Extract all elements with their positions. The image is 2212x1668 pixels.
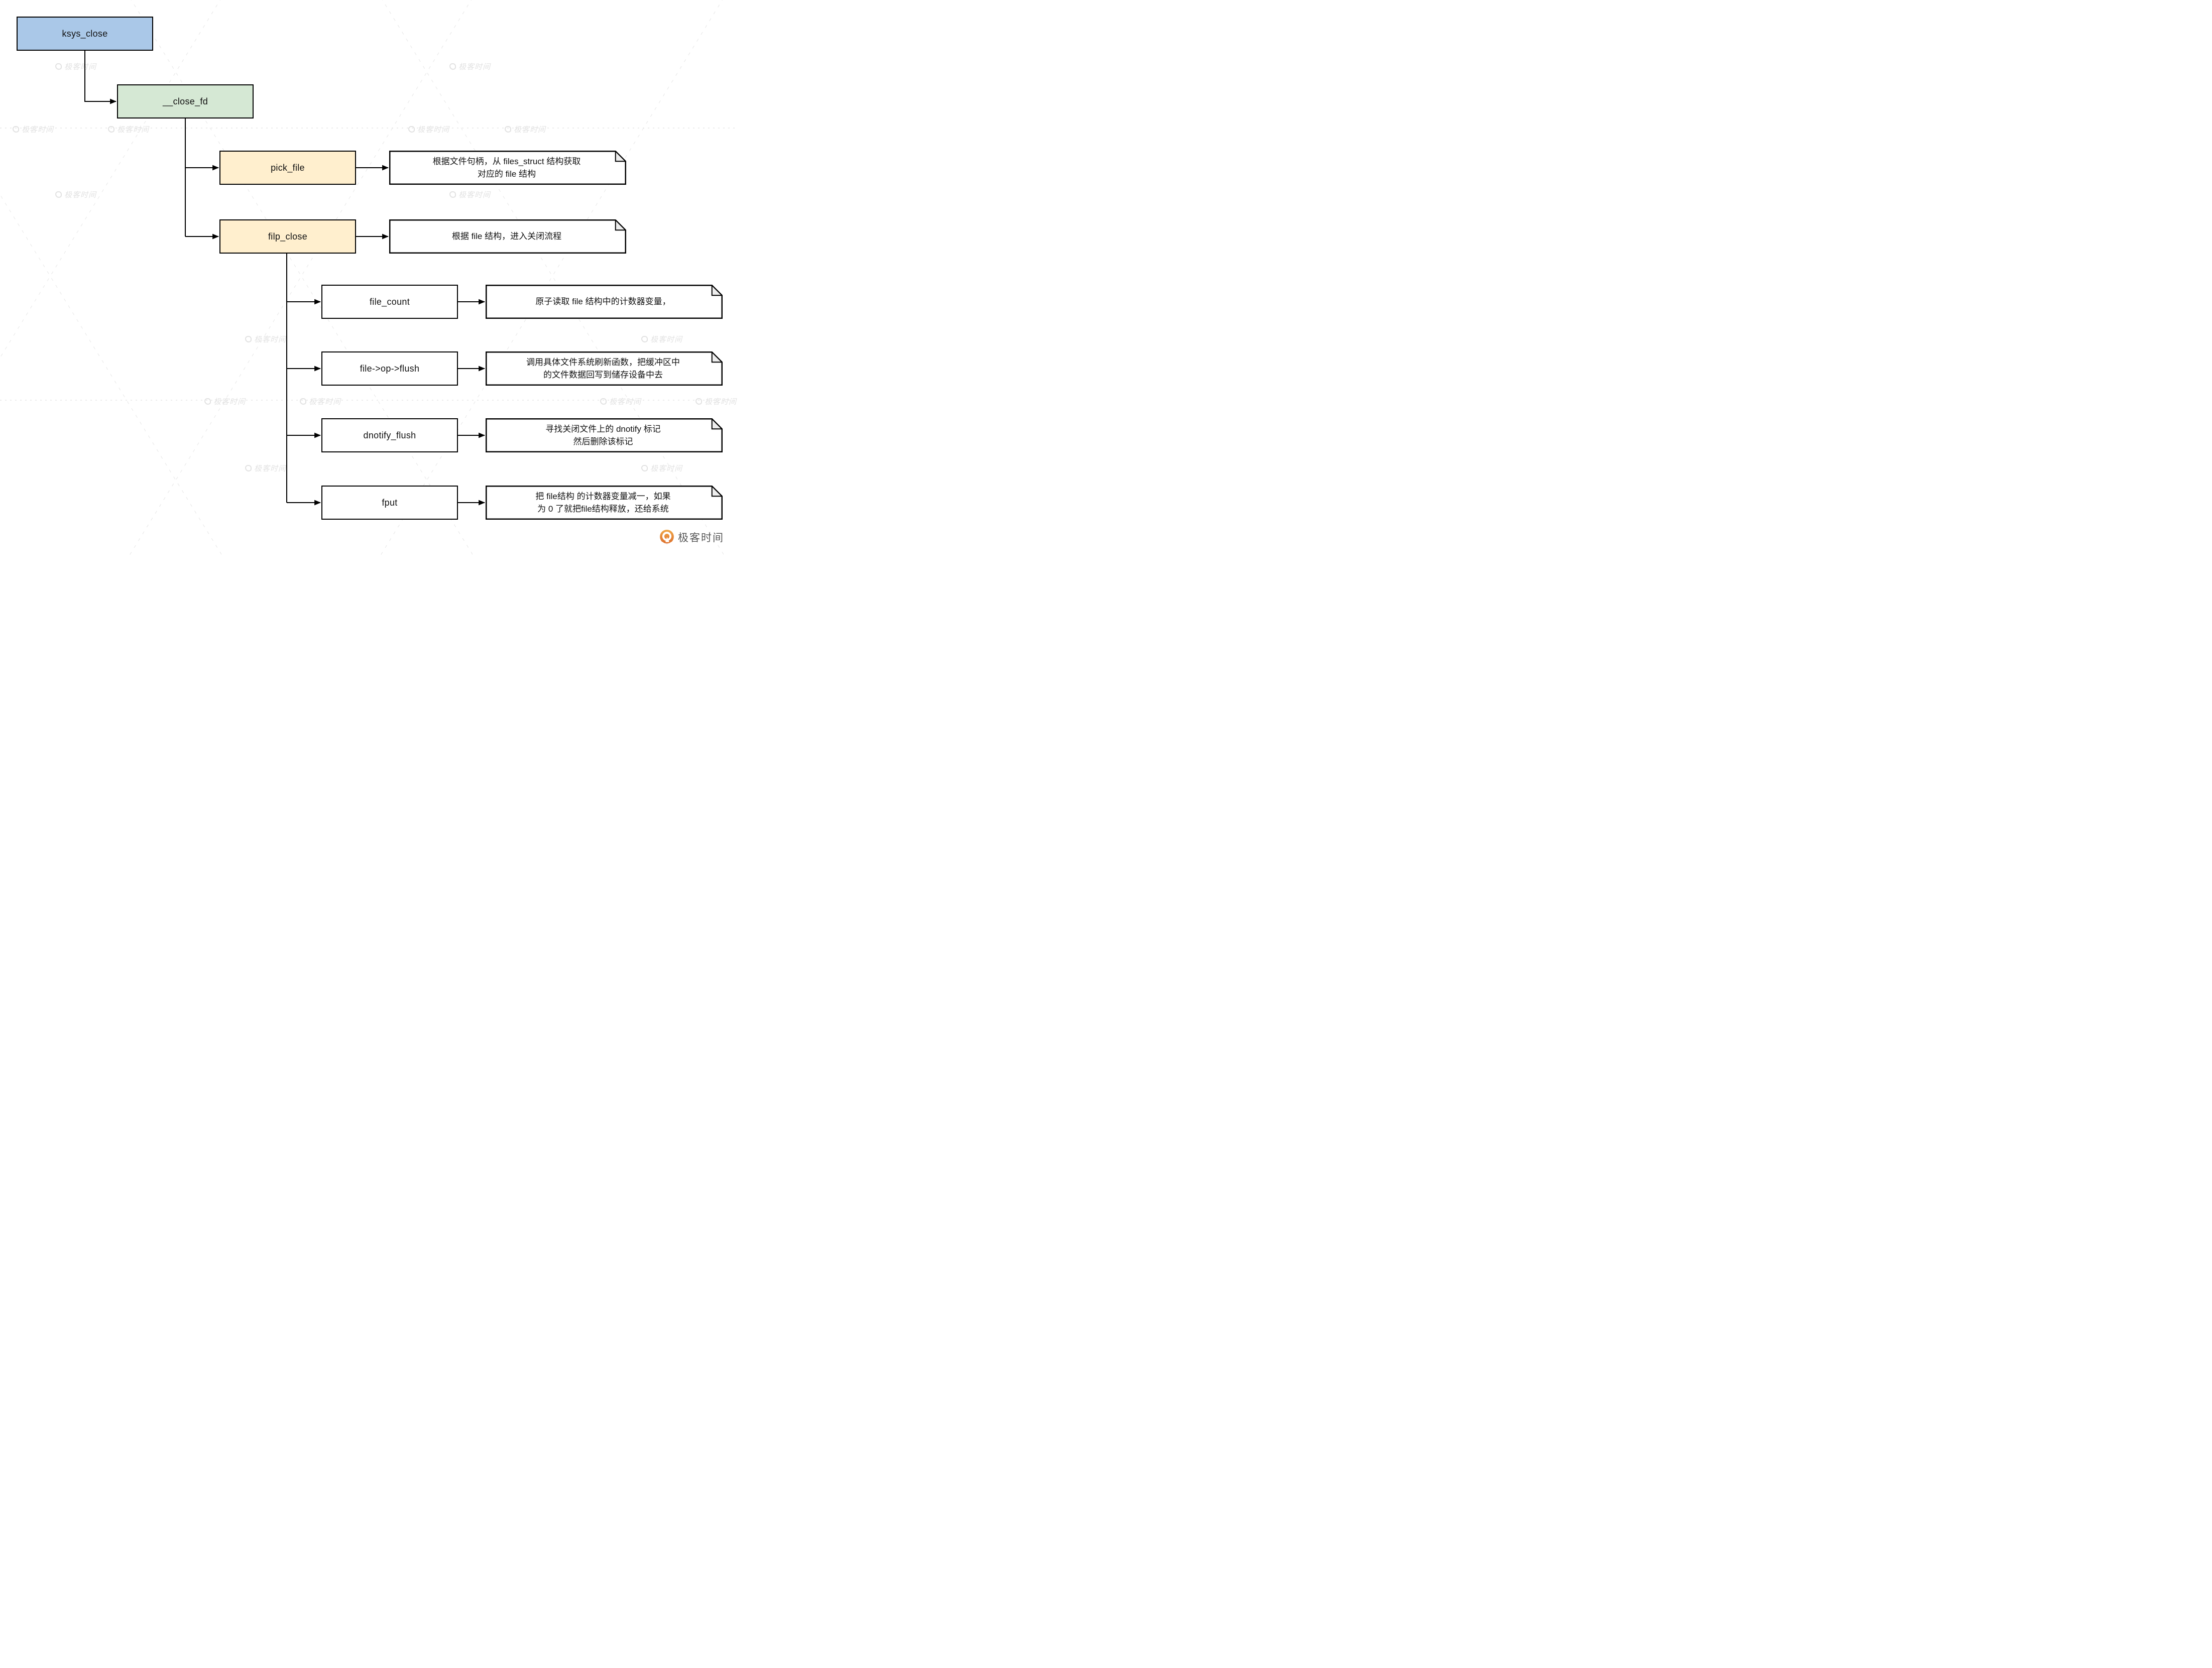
note-shape: [486, 351, 723, 386]
flowchart-canvas: 极客时间 极客时间 极客时间 极客时间 极客时间 极客时间 极客时间 极客时间 …: [0, 0, 737, 556]
note-fput: 把 file结构 的计数器变量减一，如果 为 0 了就把file结构释放，还给系…: [486, 486, 723, 520]
node-close-fd: __close_fd: [117, 84, 254, 118]
note-shape: [389, 219, 626, 254]
node-filp-close: filp_close: [219, 219, 356, 254]
watermark-logo-icon: [245, 336, 252, 342]
watermark: 极客时间: [245, 463, 286, 473]
note-filp-close: 根据 file 结构，进入关闭流程: [389, 219, 626, 254]
watermark-logo-icon: [449, 191, 456, 198]
watermark: 极客时间: [55, 61, 96, 72]
note-pick-file: 根据文件句柄，从 files_struct 结构获取 对应的 file 结构: [389, 151, 626, 185]
watermark-logo-icon: [449, 63, 456, 70]
note-file-op-flush: 调用具体文件系统刷新函数，把缓冲区中 的文件数据回写到储存设备中去: [486, 351, 723, 386]
note-shape: [486, 285, 723, 319]
watermark-layer: 极客时间 极客时间 极客时间 极客时间 极客时间 极客时间 极客时间 极客时间 …: [0, 0, 737, 556]
watermark-logo-icon: [108, 126, 114, 133]
node-label: pick_file: [271, 162, 305, 173]
node-fput: fput: [321, 486, 458, 520]
watermark: 极客时间: [13, 124, 54, 135]
watermark: 极客时间: [245, 334, 286, 344]
edge-ksys-to-closefd: [84, 51, 117, 104]
geektime-logo-icon: [660, 530, 674, 545]
connectors: [84, 51, 486, 506]
watermark: 极客时间: [505, 124, 546, 135]
node-label: __close_fd: [162, 96, 208, 106]
watermark: 极客时间: [449, 61, 491, 72]
note-text: 根据 file 结构，进入关闭流程: [451, 231, 562, 242]
watermark: 极客时间: [408, 124, 449, 135]
watermark: 极客时间: [600, 396, 641, 407]
watermark: 极客时间: [449, 189, 491, 200]
watermark: 极客时间: [641, 463, 682, 473]
watermark-logo-icon: [641, 336, 648, 342]
note-text: 调用具体文件系统刷新函数，把缓冲区中 的文件数据回写到储存设备中去: [526, 357, 680, 380]
watermark-logo-icon: [300, 398, 306, 405]
node-label: fput: [382, 497, 398, 508]
watermark: 极客时间: [300, 396, 341, 407]
node-label: file_count: [369, 296, 410, 307]
note-text: 寻找关闭文件上的 dnotify 标记 然后删除该标记: [545, 424, 661, 447]
note-file-count: 原子读取 file 结构中的计数器变量，: [486, 285, 723, 319]
watermark: 极客时间: [641, 334, 682, 344]
watermark-logo-icon: [408, 126, 415, 133]
watermark: 极客时间: [204, 396, 246, 407]
node-label: file->op->flush: [360, 363, 420, 374]
note-text: 根据文件句柄，从 files_struct 结构获取 对应的 file 结构: [432, 156, 581, 179]
watermark-logo-icon: [13, 126, 19, 133]
watermark-logo-icon: [55, 191, 62, 198]
watermark-logo-icon: [204, 398, 211, 405]
node-label: ksys_close: [62, 28, 108, 39]
watermark: 极客时间: [695, 396, 737, 407]
geektime-logo-text: 极客时间: [678, 532, 724, 544]
watermark-logo-icon: [600, 398, 607, 405]
watermark-logo-icon: [695, 398, 702, 405]
watermark-logo-icon: [55, 63, 62, 70]
node-ksys-close: ksys_close: [17, 17, 153, 51]
watermark: 极客时间: [55, 189, 96, 200]
note-text: 原子读取 file 结构中的计数器变量，: [535, 297, 671, 307]
note-shape: [389, 151, 626, 185]
node-pick-file: pick_file: [219, 151, 356, 185]
node-dnotify-flush: dnotify_flush: [321, 418, 458, 452]
node-label: dnotify_flush: [363, 430, 416, 440]
watermark-logo-icon: [641, 465, 648, 471]
note-dnotify-flush: 寻找关闭文件上的 dnotify 标记 然后删除该标记: [486, 418, 723, 452]
node-file-count: file_count: [321, 285, 458, 319]
note-shape: [486, 418, 723, 452]
node-label: filp_close: [268, 231, 308, 242]
node-file-op-flush: file->op->flush: [321, 351, 458, 386]
watermark-logo-icon: [245, 465, 252, 471]
note-text: 把 file结构 的计数器变量减一，如果 为 0 了就把file结构释放，还给系…: [535, 491, 671, 514]
watermark: 极客时间: [108, 124, 149, 135]
watermark-logo-icon: [505, 126, 511, 133]
note-shape: [486, 486, 723, 520]
geektime-logo: 极客时间: [660, 530, 724, 545]
